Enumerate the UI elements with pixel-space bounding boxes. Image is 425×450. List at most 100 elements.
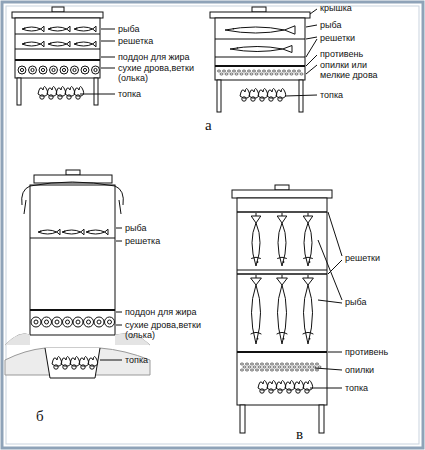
- ember: [278, 389, 282, 393]
- sawdust: [300, 363, 303, 365]
- sawdust: [255, 73, 258, 75]
- sawdust: [222, 70, 225, 72]
- part-label: топка: [345, 383, 368, 393]
- sawdust: [265, 369, 268, 371]
- sawdust: [220, 73, 223, 75]
- fish: [277, 278, 288, 344]
- log-core: [31, 68, 34, 71]
- gill: [251, 332, 262, 334]
- log-core: [108, 320, 112, 324]
- sawdust: [298, 366, 301, 368]
- log-core: [34, 320, 38, 324]
- sawdust: [295, 363, 298, 365]
- sawdust: [280, 369, 283, 371]
- fish: [74, 41, 96, 47]
- fish: [251, 216, 261, 266]
- ember: [90, 365, 94, 369]
- sawdust: [267, 70, 270, 72]
- sawdust: [282, 70, 285, 72]
- sawdust: [268, 366, 271, 368]
- hook: [282, 213, 283, 216]
- log: [94, 317, 104, 327]
- sawdust: [250, 73, 253, 75]
- ember: [242, 97, 246, 101]
- fish: [22, 41, 44, 47]
- part-label: противень: [320, 49, 363, 59]
- sawdust: [285, 73, 288, 75]
- log: [71, 66, 79, 74]
- part-label: поддон для жира: [118, 52, 190, 62]
- log-core: [62, 68, 65, 71]
- gill: [251, 257, 261, 258]
- log: [52, 317, 62, 327]
- part-label: решетка: [125, 236, 160, 246]
- log: [50, 66, 58, 74]
- sawdust: [310, 363, 313, 365]
- sawdust: [318, 366, 321, 368]
- sawdust: [258, 366, 261, 368]
- fish: [277, 216, 287, 266]
- sawdust: [305, 363, 308, 365]
- log: [31, 317, 41, 327]
- ember: [260, 97, 264, 101]
- gill: [303, 257, 313, 258]
- fish-eye: [88, 230, 90, 232]
- sawdust: [280, 363, 283, 365]
- fish: [225, 26, 295, 34]
- gill: [277, 257, 287, 258]
- part-label: сухие дрова,ветки (олька): [125, 320, 205, 340]
- part-label: топка: [320, 90, 343, 100]
- log: [42, 317, 52, 327]
- ember: [296, 389, 300, 393]
- sawdust: [232, 70, 235, 72]
- sawdust: [230, 73, 233, 75]
- fish-eye: [76, 42, 78, 44]
- sawdust: [287, 70, 290, 72]
- sawdust: [240, 73, 243, 75]
- ember: [67, 95, 71, 99]
- sawdust: [240, 363, 243, 365]
- sawdust: [275, 73, 278, 75]
- part-label: рыба: [345, 297, 366, 307]
- fish-eye: [24, 42, 26, 44]
- ember: [49, 95, 53, 99]
- ember: [76, 95, 80, 99]
- sawdust: [245, 73, 248, 75]
- sawdust: [280, 73, 283, 75]
- part-label: противень: [345, 347, 388, 357]
- sawdust: [270, 369, 273, 371]
- sawdust: [217, 70, 220, 72]
- sawdust: [310, 369, 313, 371]
- log: [81, 66, 89, 74]
- hook: [256, 275, 257, 278]
- part-label: опилки: [345, 365, 374, 375]
- sawdust: [300, 369, 303, 371]
- fish: [48, 41, 70, 47]
- sawdust: [247, 70, 250, 72]
- sawdust: [290, 73, 293, 75]
- part-label: поддон для жира: [125, 307, 197, 317]
- ember: [260, 389, 264, 393]
- fish-eye: [283, 261, 285, 263]
- part-label: рыба: [320, 20, 341, 30]
- ember: [287, 389, 291, 393]
- sawdust: [270, 363, 273, 365]
- fish: [62, 229, 84, 235]
- gill: [277, 332, 288, 334]
- log-core: [20, 68, 23, 71]
- ember: [81, 365, 85, 369]
- log: [92, 66, 100, 74]
- sawdust: [257, 70, 260, 72]
- sawdust: [272, 70, 275, 72]
- sawdust: [288, 366, 291, 368]
- ember: [305, 389, 309, 393]
- sawdust: [245, 363, 248, 365]
- sawdust: [283, 366, 286, 368]
- part-label: крышка: [320, 3, 352, 13]
- fish: [48, 26, 70, 32]
- figure-letter: в: [296, 426, 303, 442]
- part-label: решетка: [118, 36, 153, 46]
- sawdust: [300, 73, 303, 75]
- log-core: [97, 320, 101, 324]
